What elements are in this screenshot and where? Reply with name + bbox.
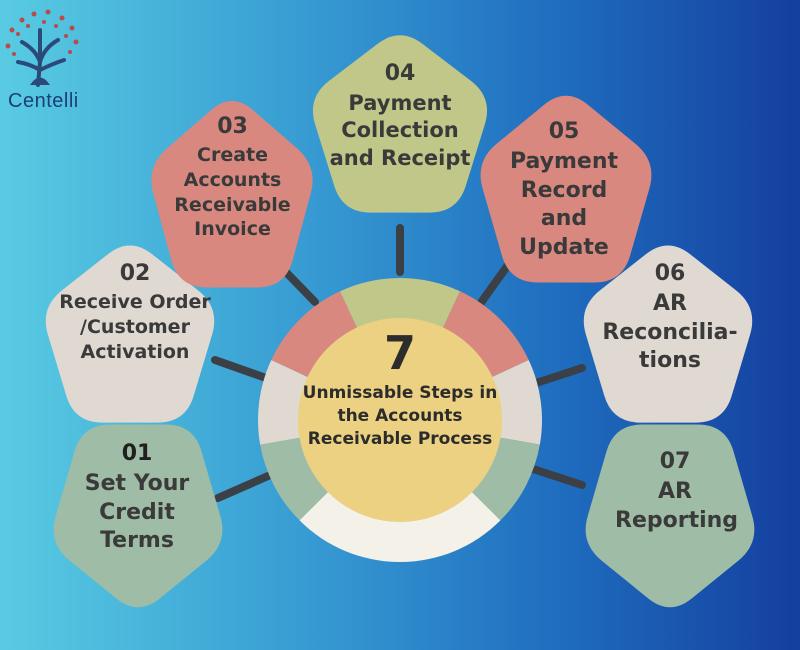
step-05-text: 05 Payment Record and Update bbox=[480, 119, 648, 263]
step-number: 06 bbox=[654, 261, 686, 286]
step-07-text: 07 AR Reporting bbox=[595, 449, 755, 535]
connector-03 bbox=[278, 264, 319, 306]
step-label: Receive Order /Customer Activation bbox=[59, 291, 211, 363]
ring-segment bbox=[442, 291, 529, 378]
step-05-shape bbox=[480, 95, 652, 283]
step-label: AR Reporting bbox=[615, 479, 739, 533]
step-01-text: 01 Set Your Credit Terms bbox=[62, 441, 212, 556]
step-07-shape bbox=[585, 424, 755, 608]
connector-06 bbox=[529, 364, 586, 388]
step-label: AR Reconcilia-tions bbox=[602, 291, 738, 374]
center-number: 7 bbox=[383, 326, 416, 380]
ring-segment bbox=[470, 437, 540, 521]
step-03-text: 03 Create Accounts Receivable Invoice bbox=[155, 114, 310, 242]
connector-05 bbox=[476, 261, 512, 308]
step-02-shape bbox=[45, 245, 215, 423]
step-number: 07 bbox=[659, 449, 691, 474]
step-06-text: 06 AR Reconcilia-tions bbox=[590, 261, 750, 376]
ring-segment bbox=[490, 359, 542, 445]
ring-segment bbox=[339, 278, 461, 330]
step-number: 01 bbox=[121, 441, 153, 466]
step-number: 02 bbox=[119, 261, 151, 286]
step-label: Payment Record and Update bbox=[509, 149, 619, 260]
ring-segment bbox=[260, 437, 330, 521]
center-title: Unmissable Steps in the Accounts Receiva… bbox=[302, 383, 498, 449]
step-number: 03 bbox=[217, 114, 248, 139]
ring-segment bbox=[258, 359, 310, 445]
step-04-text: 04 Payment Collection and Receipt bbox=[318, 61, 482, 172]
step-01-shape bbox=[53, 424, 223, 608]
step-04-shape bbox=[312, 35, 488, 213]
connector-07 bbox=[526, 464, 586, 489]
brand-name: Centelli bbox=[8, 90, 79, 112]
step-06-shape bbox=[583, 245, 753, 423]
step-02-text: 02 Receive Order /Customer Activation bbox=[50, 261, 220, 364]
step-03-shape bbox=[151, 101, 313, 288]
center-hub bbox=[298, 318, 502, 522]
connector-01 bbox=[214, 472, 272, 502]
step-label: Create Accounts Receivable Invoice bbox=[174, 144, 291, 241]
tree-logo-icon bbox=[5, 9, 79, 87]
ring-segment bbox=[271, 291, 358, 378]
connector-02 bbox=[211, 356, 270, 382]
step-label: Payment Collection and Receipt bbox=[329, 91, 471, 170]
step-number: 05 bbox=[548, 119, 580, 144]
center-title-block: 7 Unmissable Steps in the Accounts Recei… bbox=[300, 330, 500, 451]
step-number: 04 bbox=[384, 61, 416, 86]
step-label: Set Your Credit Terms bbox=[84, 471, 190, 554]
